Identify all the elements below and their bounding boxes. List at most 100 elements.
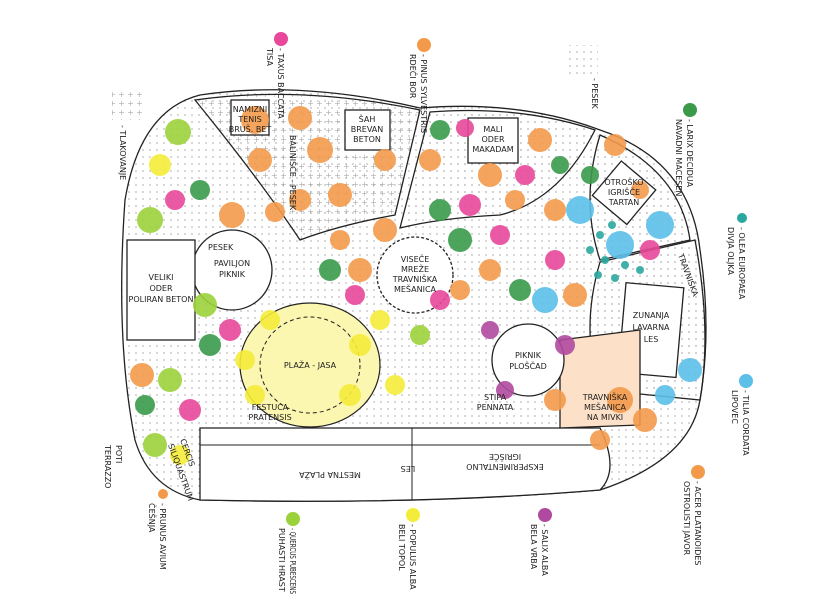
- zone-piknik: [491, 323, 565, 397]
- tree-pinus: [348, 258, 372, 282]
- tree-populus: [235, 350, 255, 370]
- tree-acer: [544, 389, 566, 411]
- label-stipa-2: PENNATA: [477, 403, 514, 412]
- tree-pinus: [330, 230, 350, 250]
- zone-mestna-plaza: [199, 427, 611, 502]
- label-travniska-mivka-3: NA MIVKI: [587, 413, 623, 422]
- tree-larix: [448, 228, 472, 252]
- pesek-swatch: [568, 45, 598, 75]
- tree-taxus: [219, 319, 241, 341]
- tree-acer: [607, 387, 633, 413]
- label-tenis-3: BRUŠ. BET: [229, 123, 272, 134]
- legend-dot-acer: [691, 465, 705, 479]
- tree-pinus: [528, 128, 552, 152]
- legend-dot-tilia: [739, 374, 753, 388]
- legend-terrazzo: TERRAZZO: [103, 444, 112, 488]
- legend-quercus-common: PUHASTI HRAST: [277, 528, 286, 592]
- tree-populus: [260, 310, 280, 330]
- tree-pinus: [307, 137, 333, 163]
- tree-quercus: [158, 368, 182, 392]
- tree-pinus: [328, 183, 352, 207]
- tree-larix: [581, 166, 599, 184]
- tree-salix: [496, 381, 514, 399]
- tree-tilia: [655, 385, 675, 405]
- surface-legend: - PESEK - TLAKOVANJE POTI TERRAZZO: [103, 45, 599, 488]
- tree-taxus: [490, 225, 510, 245]
- tree-olea: [621, 261, 629, 269]
- label-festuca-1: FESTUCA: [252, 403, 289, 412]
- tree-larix: [430, 120, 450, 140]
- legend-tlakovanje: - TLAKOVANJE: [118, 125, 127, 180]
- tree-taxus: [515, 165, 535, 185]
- tree-taxus: [640, 240, 660, 260]
- legend-dot-olea: [737, 213, 747, 223]
- label-veliki-oder-1: VELIKI: [149, 273, 174, 282]
- legend-olea-common: DIVJA OLJKA: [726, 227, 735, 275]
- label-lavarna-3: LES: [644, 335, 659, 344]
- label-otrosko-3: TARTAN: [608, 198, 639, 207]
- label-sah-3: BETON: [353, 135, 381, 144]
- tree-pinus: [374, 149, 396, 171]
- tree-tilia: [606, 231, 634, 259]
- tree-quercus: [143, 433, 167, 457]
- tree-olea: [596, 231, 604, 239]
- label-lavarna-2: LAVARNA: [632, 323, 670, 332]
- tree-olea: [586, 246, 594, 254]
- tree-pinus: [478, 163, 502, 187]
- legend-dot-populus: [406, 508, 420, 522]
- legend-quercus-latin: - QUERCUS PUBESCENS: [288, 528, 297, 594]
- legend-salix-common: BELA VRBA: [529, 524, 538, 570]
- zone-sah: [344, 109, 391, 151]
- legend-pesek: - PESEK: [590, 78, 599, 109]
- label-visece-2: MREŽE: [401, 263, 429, 274]
- tree-populus: [370, 310, 390, 330]
- legend-tilia-common: LIPOVEC: [730, 390, 739, 424]
- zone-veliki-oder: [126, 239, 196, 341]
- label-plaza-jasa: PLAŽA - JASA: [284, 359, 337, 370]
- label-sah-2: BREVAN: [351, 125, 384, 134]
- tree-pinus: [241, 106, 269, 134]
- tree-larix: [319, 259, 341, 281]
- zone-mali-oder: [467, 117, 519, 164]
- legend-larix-latin: - LARIX DECIDUA: [685, 119, 694, 188]
- trees-layer: [130, 106, 702, 465]
- tree-tilia: [532, 287, 558, 313]
- tree-larix: [551, 156, 569, 174]
- tree-pinus: [419, 149, 441, 171]
- legend-acer-latin: - ACER PLATANOIDES: [693, 481, 702, 566]
- label-veliki-oder-3: POLIRAN BETON: [129, 295, 194, 304]
- tree-larix: [199, 334, 221, 356]
- tlakovanje-swatch: [112, 90, 142, 120]
- label-mali-oder-2: ODER: [481, 135, 505, 144]
- legend-taxus-common: TISA: [265, 47, 274, 66]
- tree-pinus: [631, 181, 649, 199]
- legend-populus-common: BELI TOPOL: [397, 524, 406, 571]
- label-lavarna-1: ZUNANJA: [633, 311, 670, 320]
- label-mali-oder-1: MALI: [483, 125, 502, 134]
- legend-prunus-latin: - PRUNUS AVIUM: [158, 503, 167, 570]
- label-visece-3: TRAVNIŠKA: [392, 273, 438, 284]
- tree-quercus: [165, 119, 191, 145]
- tree-prunus: [130, 363, 154, 387]
- tree-pinus: [544, 199, 566, 221]
- label-balinisce: BALINIŠČE - PESEK: [288, 135, 299, 211]
- legend-taxus-latin: - TAXUS BACCATA: [276, 48, 285, 119]
- tree-olea: [594, 271, 602, 279]
- tree-populus: [170, 445, 190, 465]
- label-paviljon-1: PAVILJON: [214, 259, 250, 268]
- label-piknik-2: PLOŠČAD: [509, 360, 547, 371]
- legend-populus-latin: - POPULUS ALBA: [408, 524, 417, 590]
- tree-pinus: [248, 148, 272, 172]
- tree-pinus: [563, 283, 587, 307]
- tree-acer: [590, 430, 610, 450]
- label-les: LES: [401, 464, 416, 473]
- label-stipa-1: STIPA: [484, 393, 507, 402]
- label-visece-4: MEŠANICA: [394, 283, 437, 294]
- tree-taxus: [545, 250, 565, 270]
- tree-populus: [245, 385, 265, 405]
- tree-populus: [385, 375, 405, 395]
- tree-pinus: [373, 218, 397, 242]
- tree-populus: [339, 384, 361, 406]
